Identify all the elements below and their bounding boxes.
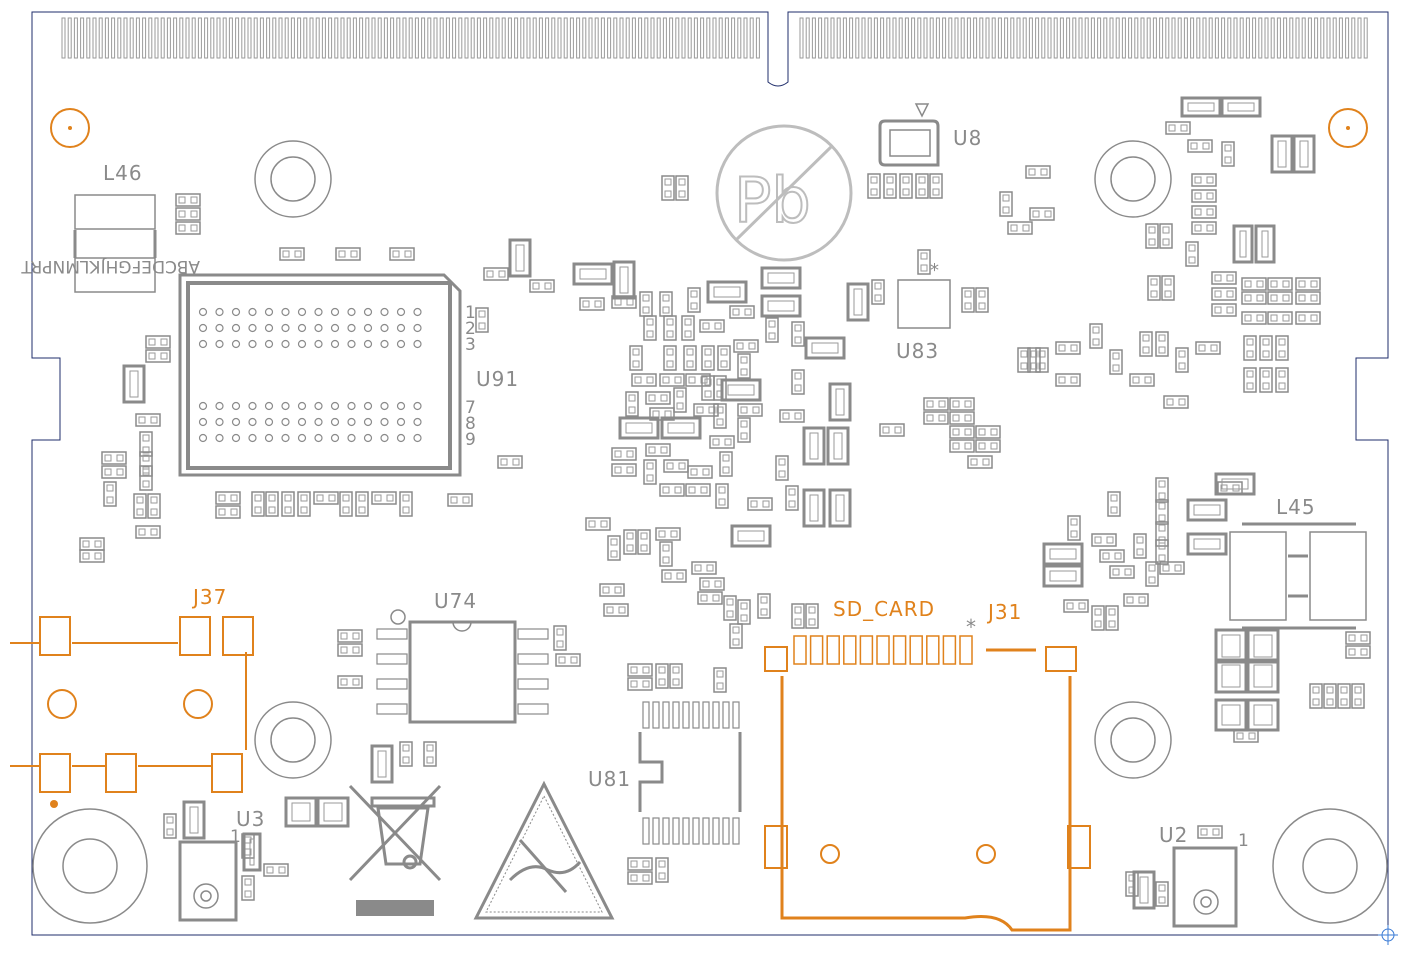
label-j37: J37 [191, 585, 227, 609]
label-j31: J31 [986, 600, 1022, 624]
label-u91: U91 [476, 367, 519, 391]
label-u3-pin1: 1 [230, 827, 241, 847]
label-l45: L45 [1276, 495, 1316, 519]
power-components [122, 96, 1316, 910]
edge-connector-fingers [61, 17, 1368, 59]
bga-u91: ABCDEFGHJKLMNPRT 1 2 3 7 8 9 U91 [21, 256, 519, 477]
label-bga-columns: ABCDEFGHJKLMNPRT [21, 256, 200, 276]
connector-j37: J37 [10, 585, 254, 808]
board-outline [31, 11, 1389, 936]
label-row-9: 9 [465, 430, 476, 450]
sd-card-slot: * SD_CARD J31 [764, 597, 1091, 932]
label-u74: U74 [434, 589, 477, 613]
ic-u74: U74 [376, 589, 549, 724]
label-sd-card: SD_CARD [833, 597, 935, 621]
svg-text:*: * [966, 615, 976, 639]
svg-text:*: * [930, 260, 939, 281]
label-row-8: 8 [465, 414, 476, 434]
label-row-1: 1 [465, 303, 476, 323]
regulator-u2: U2 1 [1159, 823, 1249, 928]
inductor-l45: L45 [1229, 495, 1367, 630]
label-row-2: 2 [465, 319, 476, 339]
esd-warning-icon [473, 780, 615, 920]
weee-bin-icon [348, 784, 442, 916]
inductor-l46: L46 [73, 161, 157, 293]
label-u81: U81 [588, 767, 631, 791]
fiducials [50, 108, 1398, 945]
label-l46: L46 [103, 161, 143, 185]
label-u83: U83 [896, 339, 939, 363]
ic-u83: * U83 [896, 260, 951, 363]
label-u8: U8 [953, 126, 982, 150]
label-u3: U3 [236, 807, 265, 831]
ic-u81: U81 [588, 701, 742, 845]
label-u2: U2 [1159, 823, 1188, 847]
label-row-7: 7 [465, 398, 476, 418]
label-u2-pin1: 1 [1238, 831, 1249, 851]
label-pb: Pb [734, 164, 811, 237]
regulator-u3: U3 1 [178, 807, 265, 922]
label-row-3: 3 [465, 335, 476, 355]
lead-free-icon: Pb [715, 124, 853, 262]
mounting-holes [32, 140, 1388, 924]
passive-components [79, 121, 1371, 907]
ic-u8: U8 [878, 103, 982, 167]
